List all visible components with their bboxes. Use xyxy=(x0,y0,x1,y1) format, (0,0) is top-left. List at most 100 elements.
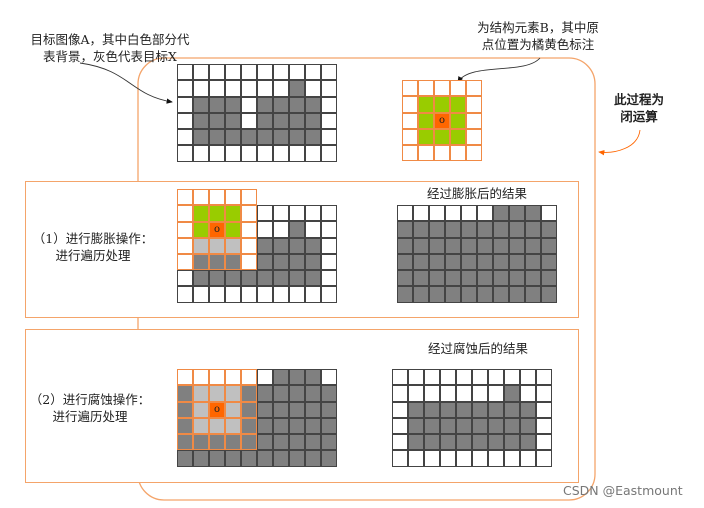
grid-cell xyxy=(536,434,552,451)
grid-cell xyxy=(273,129,289,146)
target-note: 目标图像A，其中白色部分代 表背景，灰色代表目标X xyxy=(5,31,215,65)
grid-cell xyxy=(193,450,209,467)
grid-cell xyxy=(418,112,434,129)
grid-cell xyxy=(456,417,472,435)
closing-pointer-arrow xyxy=(598,129,641,156)
grid-cell xyxy=(392,434,408,451)
se-note-line1: 为结构元素B，其中原 xyxy=(477,20,599,35)
grid-cell xyxy=(493,237,509,254)
grid-cell xyxy=(225,385,241,402)
grid-cell xyxy=(429,286,445,303)
grid-cell xyxy=(289,270,305,287)
grid-cell xyxy=(193,112,209,130)
grid-cell xyxy=(520,385,536,402)
grid-cell xyxy=(241,237,257,255)
grid-cell xyxy=(177,270,193,287)
grid-cell xyxy=(193,434,209,451)
grid-cell xyxy=(209,80,225,97)
grid-cell xyxy=(440,450,456,467)
grid-cell xyxy=(424,450,440,467)
origin-cell: o xyxy=(209,221,225,238)
grid-cell xyxy=(289,417,305,435)
grid-cell xyxy=(504,385,520,402)
grid-cell xyxy=(273,253,289,271)
grid-cell xyxy=(434,145,450,162)
grid-cell xyxy=(321,450,337,467)
grid-cell xyxy=(257,80,273,97)
grid-cell xyxy=(525,286,541,303)
grid-cell xyxy=(397,221,413,238)
grid-cell xyxy=(321,270,337,287)
grid-cell xyxy=(241,369,257,386)
grid-cell xyxy=(440,417,456,435)
grid-cell xyxy=(209,286,225,303)
grid-cell xyxy=(257,64,273,81)
grid-cell xyxy=(289,96,305,113)
grid-cell xyxy=(177,145,193,162)
grid-cell xyxy=(193,221,209,238)
grid-cell xyxy=(305,450,321,467)
grid-cell xyxy=(241,145,257,162)
grid-cell xyxy=(461,270,477,287)
grid-cell xyxy=(429,237,445,254)
grid-cell xyxy=(177,189,193,206)
grid-cell xyxy=(241,80,257,97)
grid-cell xyxy=(193,417,209,435)
grid-cell xyxy=(440,434,456,451)
grid-cell xyxy=(450,112,466,129)
grid-cell xyxy=(289,145,305,162)
grid-cell xyxy=(305,205,321,222)
grid-cell xyxy=(413,270,429,287)
grid-cell xyxy=(305,417,321,435)
grid-cell xyxy=(418,128,434,146)
erosion-se-overlay: o xyxy=(177,369,257,451)
grid-cell xyxy=(177,96,193,113)
grid-cell xyxy=(225,401,241,418)
grid-cell xyxy=(193,96,209,113)
grid-cell xyxy=(445,221,461,238)
grid-cell xyxy=(273,417,289,435)
grid-cell xyxy=(397,270,413,287)
grid-cell xyxy=(289,129,305,146)
grid-cell xyxy=(472,369,488,386)
grid-cell xyxy=(225,205,241,222)
grid-cell xyxy=(536,417,552,435)
grid-cell xyxy=(477,205,493,222)
grid-cell xyxy=(402,80,418,97)
grid-cell xyxy=(440,369,456,386)
grid-cell xyxy=(509,237,525,254)
grid-cell xyxy=(225,129,241,146)
grid-cell xyxy=(177,112,193,130)
grid-cell xyxy=(273,80,289,97)
grid-cell xyxy=(434,96,450,113)
grid-cell xyxy=(193,286,209,303)
grid-cell xyxy=(504,401,520,418)
grid-cell xyxy=(225,64,241,81)
grid-cell xyxy=(209,112,225,130)
grid-cell xyxy=(504,434,520,451)
grid-cell xyxy=(450,96,466,113)
grid-cell xyxy=(450,80,466,97)
grid-cell xyxy=(209,64,225,81)
grid-cell xyxy=(424,434,440,451)
grid-cell xyxy=(209,145,225,162)
grid-cell xyxy=(305,253,321,271)
grid-cell xyxy=(273,434,289,451)
grid-cell xyxy=(209,189,225,206)
grid-cell xyxy=(273,450,289,467)
grid-cell xyxy=(305,270,321,287)
erosion-result-grid xyxy=(392,369,552,467)
grid-cell xyxy=(541,237,557,254)
grid-cell xyxy=(456,434,472,451)
grid-cell xyxy=(177,64,193,81)
grid-cell xyxy=(493,270,509,287)
grid-cell xyxy=(509,205,525,222)
grid-cell xyxy=(456,369,472,386)
grid-cell xyxy=(257,385,273,402)
grid-cell xyxy=(209,96,225,113)
grid-cell xyxy=(225,270,241,287)
target-pointer-arrow xyxy=(79,62,173,104)
grid-cell xyxy=(193,385,209,402)
grid-cell xyxy=(305,129,321,146)
grid-cell xyxy=(305,369,321,386)
